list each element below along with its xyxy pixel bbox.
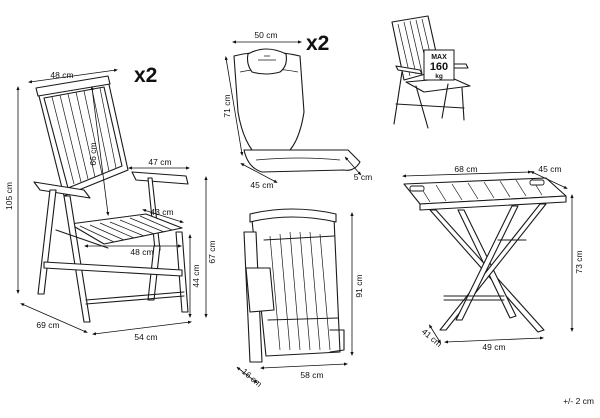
folded-chair-width-label: 58 cm bbox=[300, 370, 323, 380]
badge-value-label: 160 bbox=[430, 61, 448, 73]
folded-chair-depth-label: 16 cm bbox=[240, 366, 264, 389]
table-dimension-lines bbox=[402, 170, 574, 344]
chair-armrest-height-label: 67 cm bbox=[207, 240, 217, 263]
table-length-label: 68 cm bbox=[454, 164, 477, 174]
table-base-width-label: 49 cm bbox=[482, 342, 505, 352]
chair-back-height-label: 66 cm bbox=[88, 142, 98, 165]
badge-max-label: MAX bbox=[431, 54, 447, 61]
folding-table-drawing bbox=[403, 177, 567, 333]
chair-dimension-lines bbox=[16, 68, 208, 336]
chair-width-top-label: 48 cm bbox=[50, 70, 73, 80]
tolerance-note: +/- 2 cm bbox=[563, 396, 594, 406]
badge-unit-label: kg bbox=[435, 73, 443, 80]
chair-width-label: 54 cm bbox=[134, 332, 157, 342]
folded-chair-drawing bbox=[243, 208, 345, 363]
table-height-label: 73 cm bbox=[574, 250, 584, 273]
cushion-thickness-label: 5 cm bbox=[354, 172, 372, 182]
cushion-drawing bbox=[233, 48, 361, 173]
cushion-quantity-label: x2 bbox=[306, 32, 329, 55]
chair-seat-height-label: 44 cm bbox=[191, 264, 201, 287]
cushion-depth-label: 45 cm bbox=[250, 180, 273, 190]
chair-depth-label: 69 cm bbox=[36, 320, 59, 330]
cushion-width-label: 50 cm bbox=[254, 30, 277, 40]
chair-seat-width-label: 48 cm bbox=[130, 247, 153, 257]
chair-quantity-label: x2 bbox=[134, 64, 157, 87]
cushion-dimension-labels: 50 cm 71 cm 45 cm 5 cm bbox=[222, 30, 372, 190]
chair-height-total-label: 105 cm bbox=[4, 182, 14, 210]
chair-dimension-labels: 48 cm 105 cm 66 cm 47 cm 43 cm 48 cm 44 … bbox=[4, 70, 217, 342]
cushion-height-label: 71 cm bbox=[222, 94, 232, 117]
folded-chair-dimension-lines bbox=[236, 212, 354, 384]
cushion-dimension-lines bbox=[224, 40, 362, 183]
load-capacity-badge: MAX 160 kg bbox=[423, 49, 455, 81]
reclining-chair-drawing bbox=[33, 75, 189, 323]
table-width-label: 45 cm bbox=[538, 164, 561, 174]
chair-seat-depth-label: 43 cm bbox=[150, 207, 173, 217]
chair-armrest-length-label: 47 cm bbox=[148, 157, 171, 167]
folded-chair-height-label: 91 cm bbox=[354, 274, 364, 297]
